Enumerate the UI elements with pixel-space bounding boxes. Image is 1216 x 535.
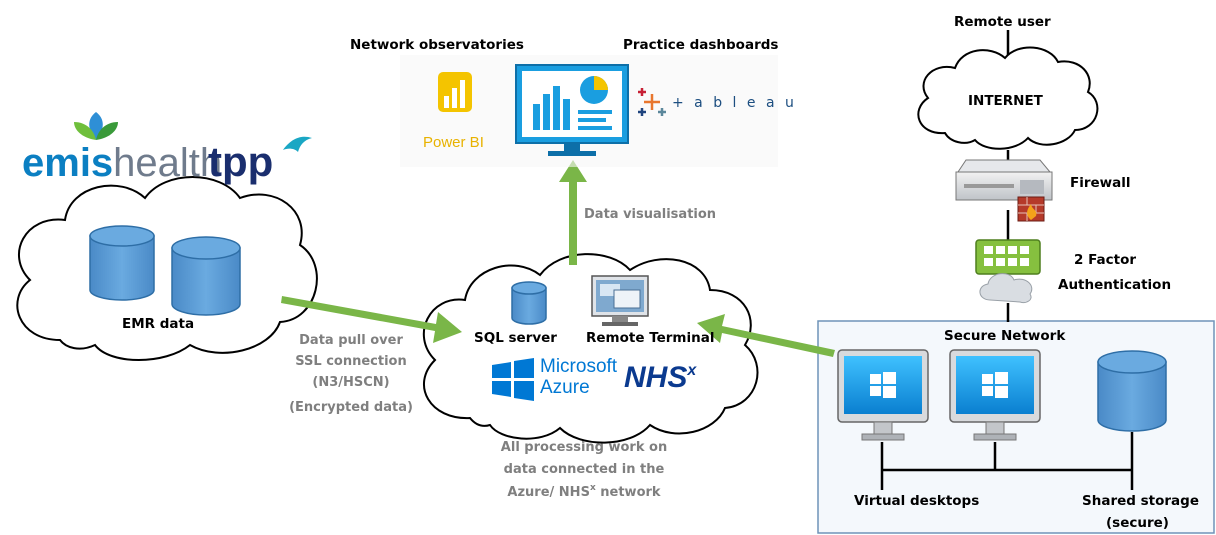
tableau-label: + a b l e a u [672, 95, 797, 111]
network-observatories-label: Network observatories [350, 37, 524, 53]
azure-label: Azure [540, 377, 590, 398]
secure-network-label: Secure Network [944, 328, 1066, 344]
emis-logo: emishealth [22, 141, 222, 185]
svg-text:(N3/HSCN): (N3/HSCN) [312, 375, 389, 390]
tableau-icon [638, 88, 666, 116]
svg-text:(Encrypted data): (Encrypted data) [289, 400, 413, 415]
tpp-bird-icon [283, 136, 312, 152]
windows-logo-icon [982, 372, 1008, 398]
green-arrows [281, 160, 835, 357]
two-factor-label-line1: 2 Factor [1074, 252, 1136, 268]
arrow-azure-to-dashboards [559, 160, 587, 265]
two-factor-label-line2: Authentication [1058, 277, 1171, 293]
tpp-logo: tpp [208, 138, 273, 185]
svg-text:Azure/ NHSx network: Azure/ NHSx network [507, 483, 660, 500]
power-bi-icon [438, 72, 472, 112]
shared-storage-label-line1: Shared storage [1082, 493, 1199, 509]
emr-cloud-icon [16, 176, 318, 361]
svg-text:data connected in the: data connected in the [504, 462, 665, 477]
database-icon [171, 236, 241, 316]
processing-note: All processing work on data connected in… [501, 440, 667, 500]
nhsx-logo: NHSx [624, 361, 697, 394]
dashboard-icon [515, 64, 629, 156]
sql-server-database-icon [511, 281, 547, 325]
nhsx-logo-main: NHS [624, 361, 687, 394]
windows-logo-icon [492, 358, 534, 401]
server-icon [955, 159, 1053, 201]
remote-terminal-icon [591, 275, 649, 326]
virtual-desktops-label: Virtual desktops [854, 493, 979, 509]
data-pull-label: Data pull over SSL connection (N3/HSCN) … [289, 333, 413, 415]
emr-data-label: EMR data [122, 316, 194, 332]
nhsx-logo-sup: x [686, 362, 697, 379]
arrow-secure-to-azure [697, 314, 835, 357]
svg-text:SSL connection: SSL connection [295, 354, 406, 369]
database-icon [89, 225, 155, 301]
emis-logo-part1: emis [22, 141, 113, 185]
firewall-label: Firewall [1070, 175, 1131, 191]
microsoft-label: Microsoft [540, 356, 618, 377]
data-visualisation-label: Data visualisation [584, 207, 716, 222]
remote-user-label: Remote user [954, 14, 1051, 30]
sql-server-label: SQL server [474, 330, 557, 346]
remote-terminal-label: Remote Terminal [586, 330, 714, 346]
monitor-icon [949, 349, 1041, 441]
shared-storage-database-icon [1097, 350, 1167, 432]
emis-logo-part2: health [113, 141, 222, 185]
monitor-icon [837, 349, 929, 441]
arrow-emr-to-azure [281, 296, 462, 343]
azure-cloud-icon [422, 253, 759, 444]
emis-leaf-icon [74, 112, 118, 140]
two-factor-icon [975, 239, 1041, 303]
svg-text:Data pull over: Data pull over [299, 333, 403, 348]
practice-dashboards-label: Practice dashboards [623, 37, 778, 53]
internet-cloud-icon [917, 46, 1099, 150]
network-connector-lines [880, 30, 1134, 490]
internet-label: INTERNET [968, 93, 1044, 109]
svg-text:All processing work on: All processing work on [501, 440, 667, 455]
windows-logo-icon [870, 372, 896, 398]
shared-storage-label-line2: (secure) [1106, 515, 1169, 531]
power-bi-label: Power BI [423, 134, 484, 151]
firewall-icon [1017, 196, 1045, 222]
